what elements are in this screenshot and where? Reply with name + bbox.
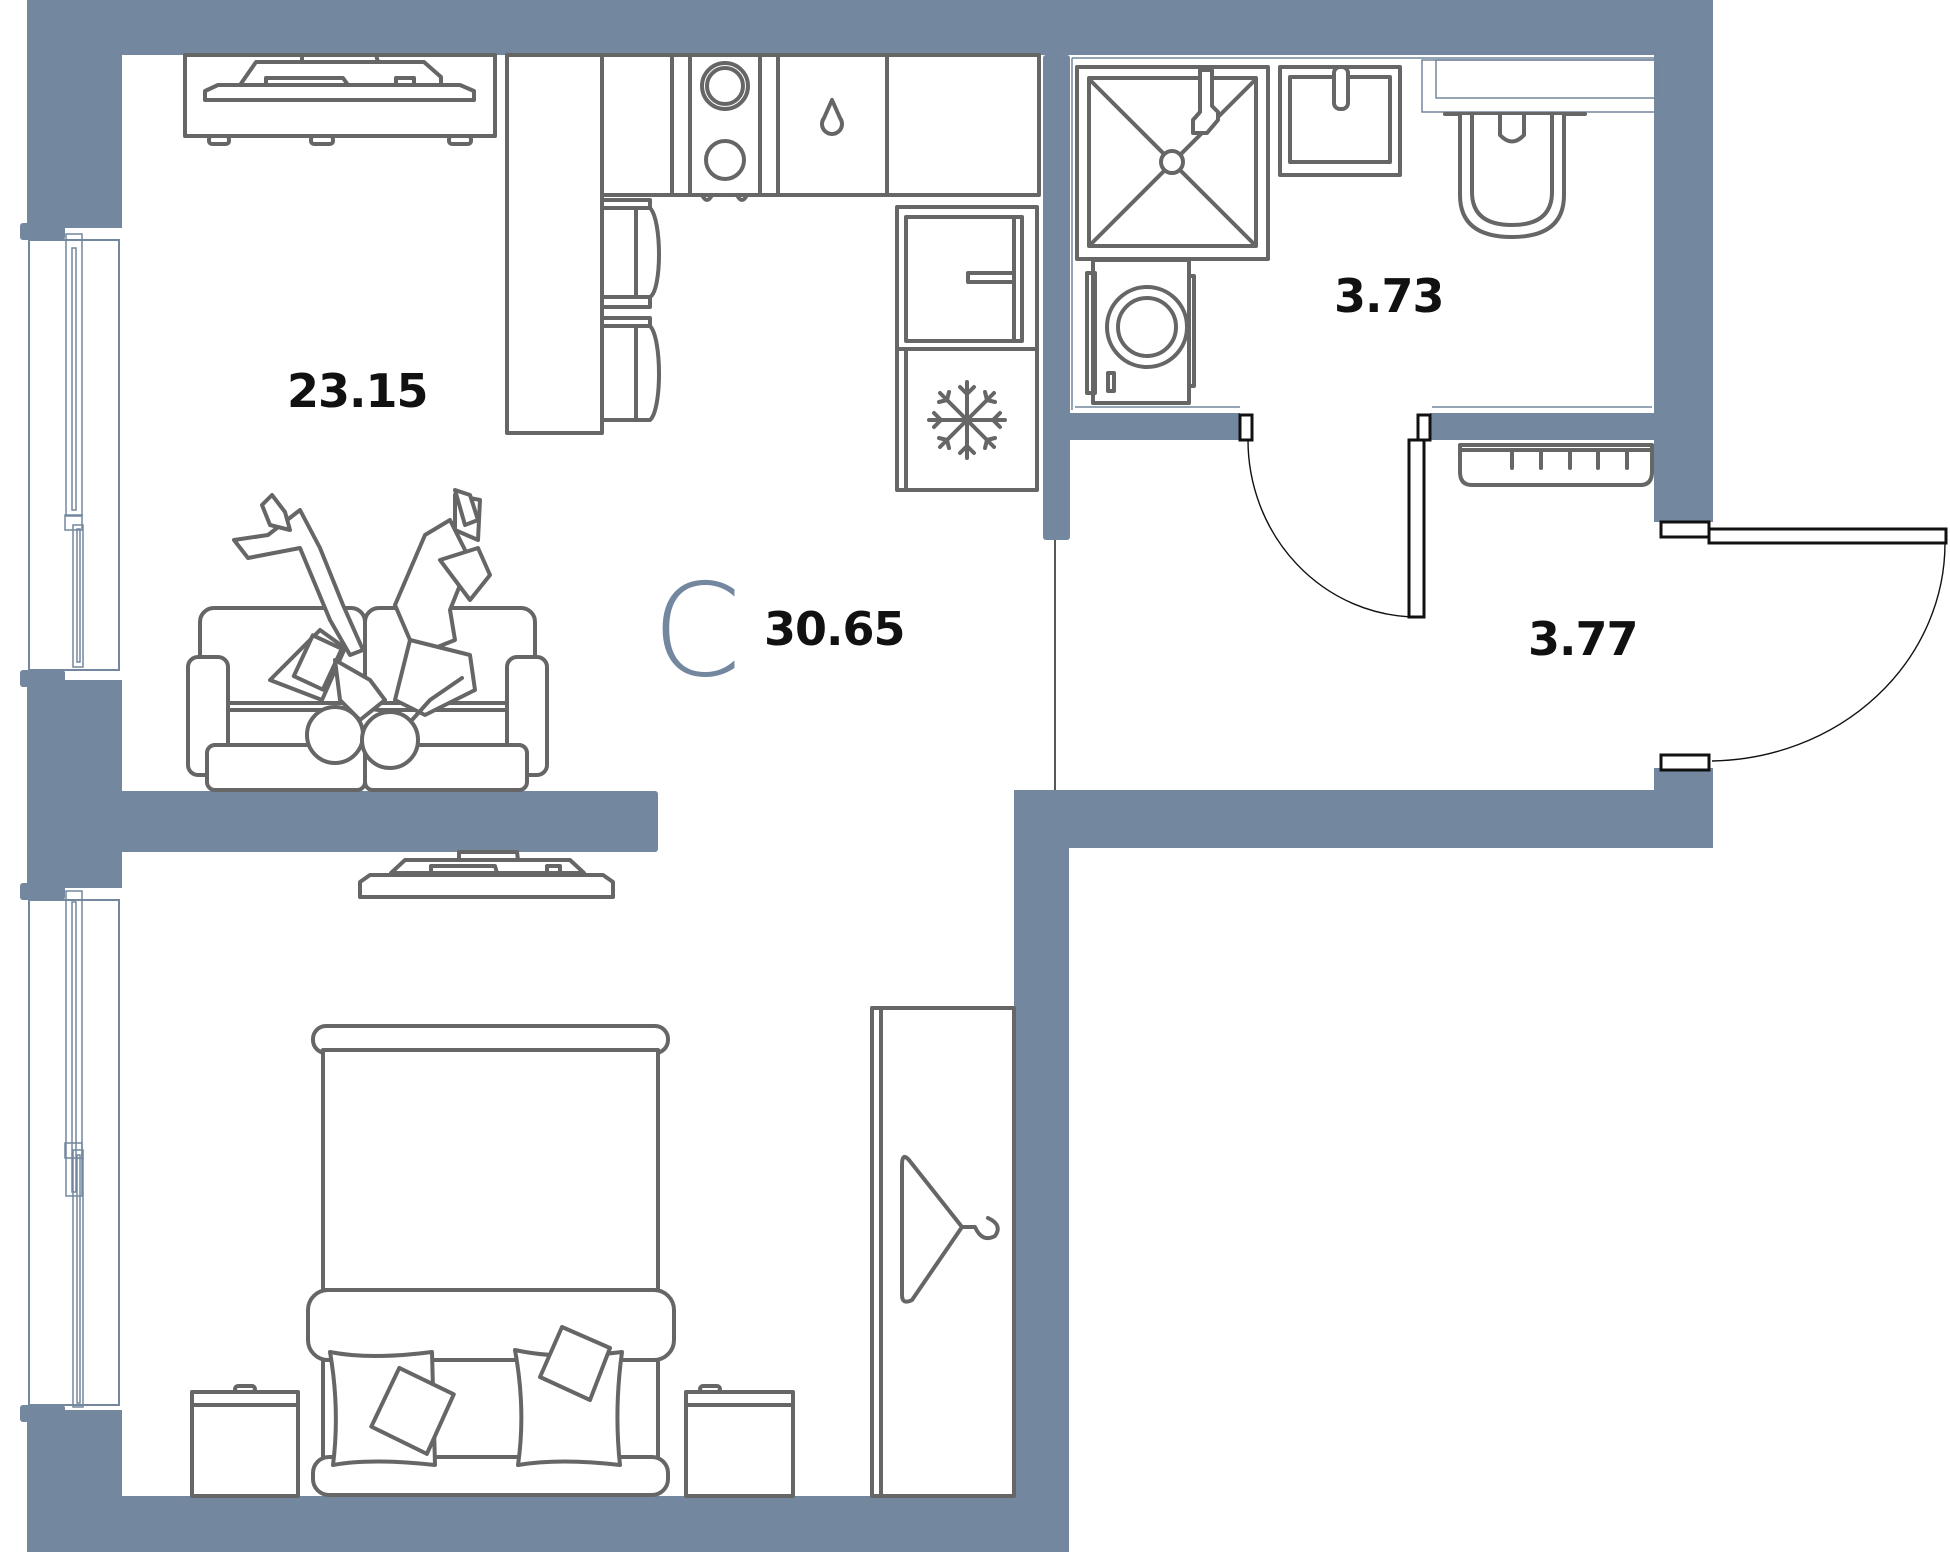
- stove-burners-icon: [700, 61, 750, 202]
- walls: [20, 0, 1713, 1552]
- sink-drop-icon: [820, 98, 844, 136]
- snowflake-icon: [927, 380, 1007, 460]
- bar-stools: [600, 198, 661, 422]
- window-1[interactable]: [28, 233, 120, 671]
- toilet: [1421, 59, 1659, 239]
- bathroom-door[interactable]: [1238, 413, 1432, 619]
- window-2[interactable]: [28, 890, 120, 1408]
- window-sill-2-bottom: [20, 1405, 65, 1422]
- sofa: [186, 606, 549, 792]
- apartment-type-letter: C: [652, 557, 742, 706]
- living-bedroom-partition: [27, 791, 658, 852]
- right-outer-wall-top: [1654, 0, 1713, 522]
- kitchen-bath-partition: [1043, 55, 1070, 540]
- people-on-sofa-icon: [232, 488, 492, 770]
- cushion-left: [369, 1365, 456, 1456]
- nightstand-right: [684, 1384, 795, 1498]
- left-outer-wall-top: [27, 0, 122, 228]
- oven: [895, 205, 1039, 351]
- bar-counter: [505, 53, 604, 435]
- window-sill-1-top: [20, 223, 65, 240]
- wall-tv-stand: [358, 850, 615, 899]
- bathroom-area-label: 3.73: [1334, 269, 1444, 323]
- shower-cabin: [1075, 65, 1270, 261]
- studio-total-area-label: 30.65: [764, 602, 906, 656]
- hanger-icon: [900, 1155, 1000, 1304]
- coat-rack: [1458, 443, 1654, 487]
- hallway-area-label: 3.77: [1528, 612, 1638, 666]
- cushion-right: [538, 1325, 612, 1402]
- window-sill-1-bottom: [20, 670, 65, 687]
- window-sill-2-top: [20, 883, 65, 900]
- top-outer-wall: [27, 0, 1713, 55]
- bath-bottom-wall-right: [1430, 413, 1654, 440]
- tv-icon: [203, 53, 476, 102]
- bath-bottom-wall-left: [1043, 413, 1240, 440]
- living-room-area-label: 23.15: [287, 364, 429, 418]
- bath-wall-trim: [1071, 51, 1660, 410]
- entrance-door[interactable]: [1659, 520, 1948, 772]
- bathroom-sink: [1278, 65, 1402, 177]
- left-outer-wall-mid: [27, 680, 122, 888]
- right-outer-wall-bottom: [1654, 768, 1713, 848]
- bottom-outer-wall: [27, 1496, 1069, 1552]
- washing-machine: [1085, 258, 1196, 405]
- hall-bottom-wall: [1014, 790, 1713, 848]
- nightstand-left: [190, 1384, 300, 1498]
- bedroom-right-wall: [1014, 790, 1069, 1552]
